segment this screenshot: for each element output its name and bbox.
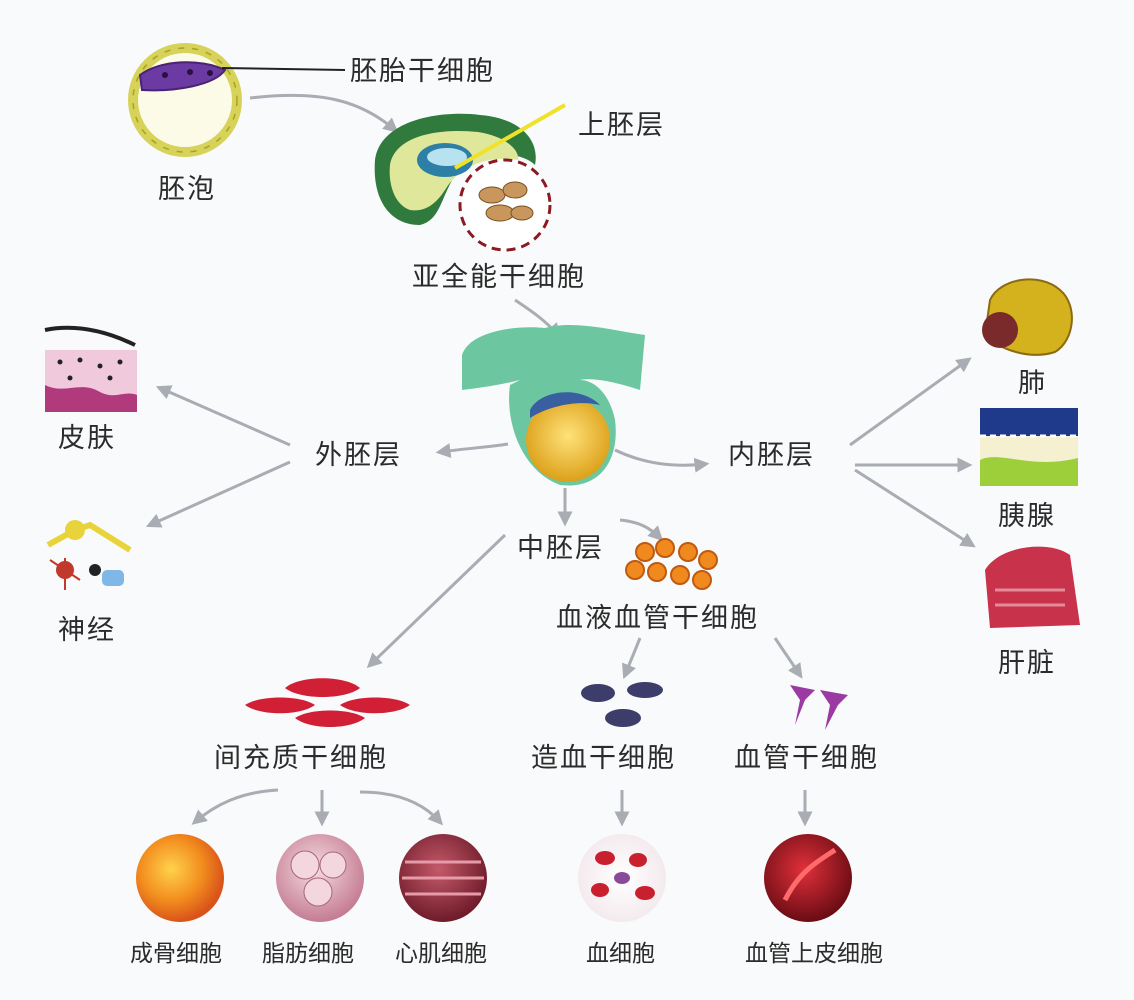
cardiomyocyte-illustration: [399, 834, 487, 922]
label-osteocyte: 成骨细胞: [130, 941, 222, 967]
label-nerve: 神经: [58, 615, 116, 646]
label-blastocyst: 胚泡: [158, 174, 216, 205]
epiblast-illustration: [374, 103, 566, 252]
blastocyst-illustration: [128, 43, 346, 157]
endothelial-stem-illustration: [790, 685, 848, 730]
pancreas-illustration: [980, 408, 1078, 486]
label-lung: 肺: [1018, 368, 1047, 399]
arrow-mesoderm-to-hemangioblast: [619, 518, 664, 542]
label-mesenchymal-stem-cell: 间充质干细胞: [214, 743, 388, 774]
label-adipocyte: 脂肪细胞: [262, 941, 354, 967]
arrow-to-cardiomyocyte: [359, 790, 443, 826]
adipocyte-illustration: [276, 834, 364, 922]
hematopoietic-illustration: [581, 682, 663, 727]
gastrula-illustration: [462, 325, 645, 486]
label-skin: 皮肤: [58, 423, 116, 454]
label-pluripotent-stem-cell: 亚全能干细胞: [412, 262, 586, 293]
arrow-endoderm-to-liver: [854, 468, 976, 548]
label-cardiomyocyte: 心肌细胞: [395, 941, 487, 967]
arrow-ectoderm-to-skin: [155, 385, 291, 447]
label-blood-cell: 血细胞: [586, 941, 655, 967]
label-pancreas: 胰腺: [998, 501, 1056, 532]
label-endothelial-cell: 血管上皮细胞: [745, 941, 883, 967]
label-endoderm: 内胚层: [728, 440, 815, 471]
arrow-blastocyst-to-epiblast: [249, 93, 399, 133]
label-hematopoietic-stem-cell: 造血干细胞: [531, 743, 676, 774]
label-epiblast: 上胚层: [578, 110, 665, 141]
endothelial-cell-illustration: [764, 834, 852, 922]
label-mesoderm: 中胚层: [517, 533, 604, 564]
arrow-endoderm-to-lung: [849, 357, 972, 447]
label-liver: 肝脏: [998, 648, 1056, 679]
nerve-illustration: [46, 520, 132, 590]
arrow-to-endothelial-stem: [773, 637, 803, 679]
arrow-to-hematopoietic: [621, 637, 642, 680]
arrow-to-ectoderm: [435, 442, 509, 459]
arrow-to-endoderm: [614, 448, 710, 473]
label-endothelial-stem-cell: 血管干细胞: [734, 743, 879, 774]
label-ectoderm: 外胚层: [315, 440, 402, 471]
mesenchymal-illustration: [245, 678, 410, 727]
lung-illustration: [982, 278, 1073, 356]
arrow-mesoderm-to-mesenchymal: [366, 533, 507, 669]
label-hemangioblast: 血液血管干细胞: [556, 603, 759, 634]
arrow-ectoderm-to-nerve: [145, 460, 291, 528]
arrow-to-osteocyte: [191, 788, 279, 825]
label-embryonic-stem-cell: 胚胎干细胞: [350, 56, 495, 87]
arrows: [145, 93, 976, 827]
osteocyte-illustration: [136, 834, 224, 922]
liver-illustration: [985, 546, 1080, 628]
blood-cell-illustration: [578, 834, 666, 922]
skin-illustration: [44, 325, 137, 412]
hemangioblast-illustration: [625, 538, 718, 590]
